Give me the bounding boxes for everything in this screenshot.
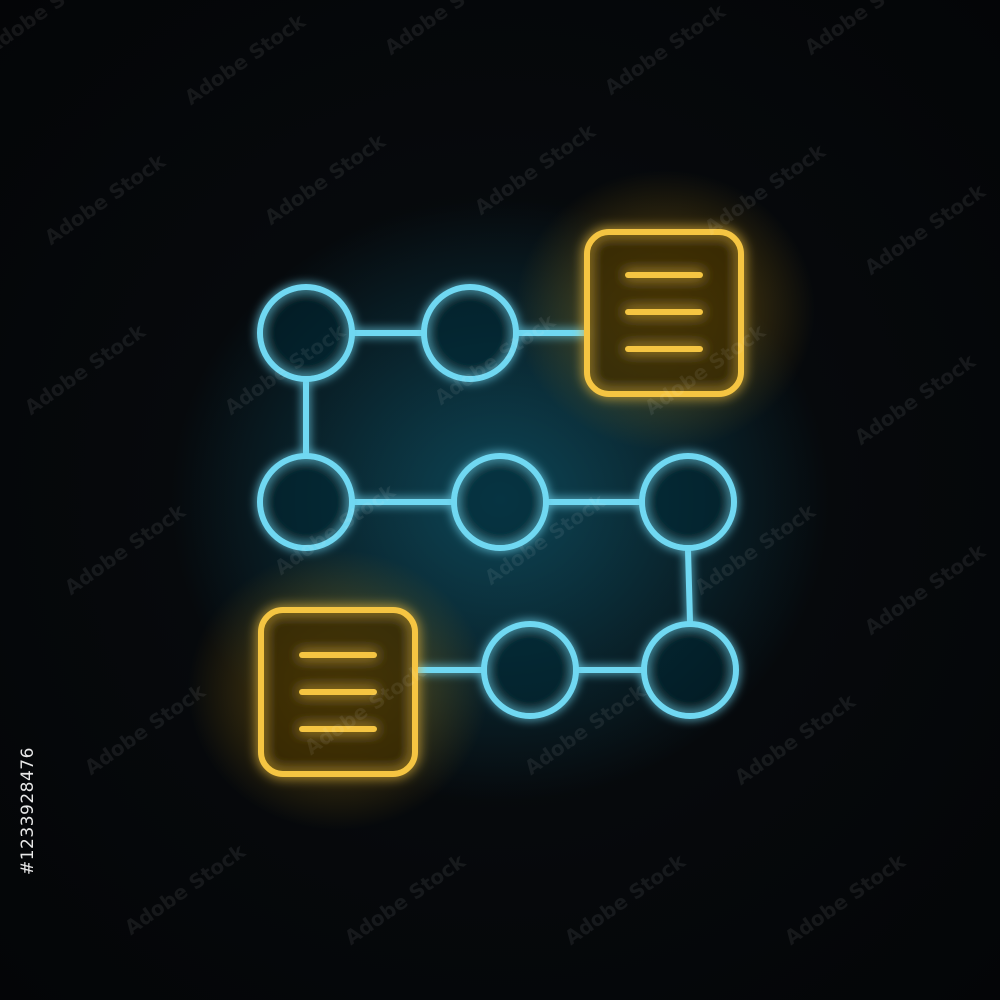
flow-connectors (303, 330, 693, 673)
flow-node-circle (421, 284, 519, 382)
stock-id-label: #1233928476 (18, 747, 38, 875)
flow-node-circle (257, 453, 355, 551)
flow-node-circle (639, 453, 737, 551)
document-tile-bottom (258, 607, 418, 777)
document-tile-top (584, 229, 744, 397)
document-lines-icon (299, 652, 377, 732)
flow-node-circle (451, 453, 549, 551)
document-lines-icon (625, 272, 703, 352)
flow-nodes (257, 284, 739, 719)
flow-node-circle (481, 621, 579, 719)
connector-line (685, 547, 693, 625)
flow-node-circle (641, 621, 739, 719)
flow-node-circle (257, 284, 355, 382)
